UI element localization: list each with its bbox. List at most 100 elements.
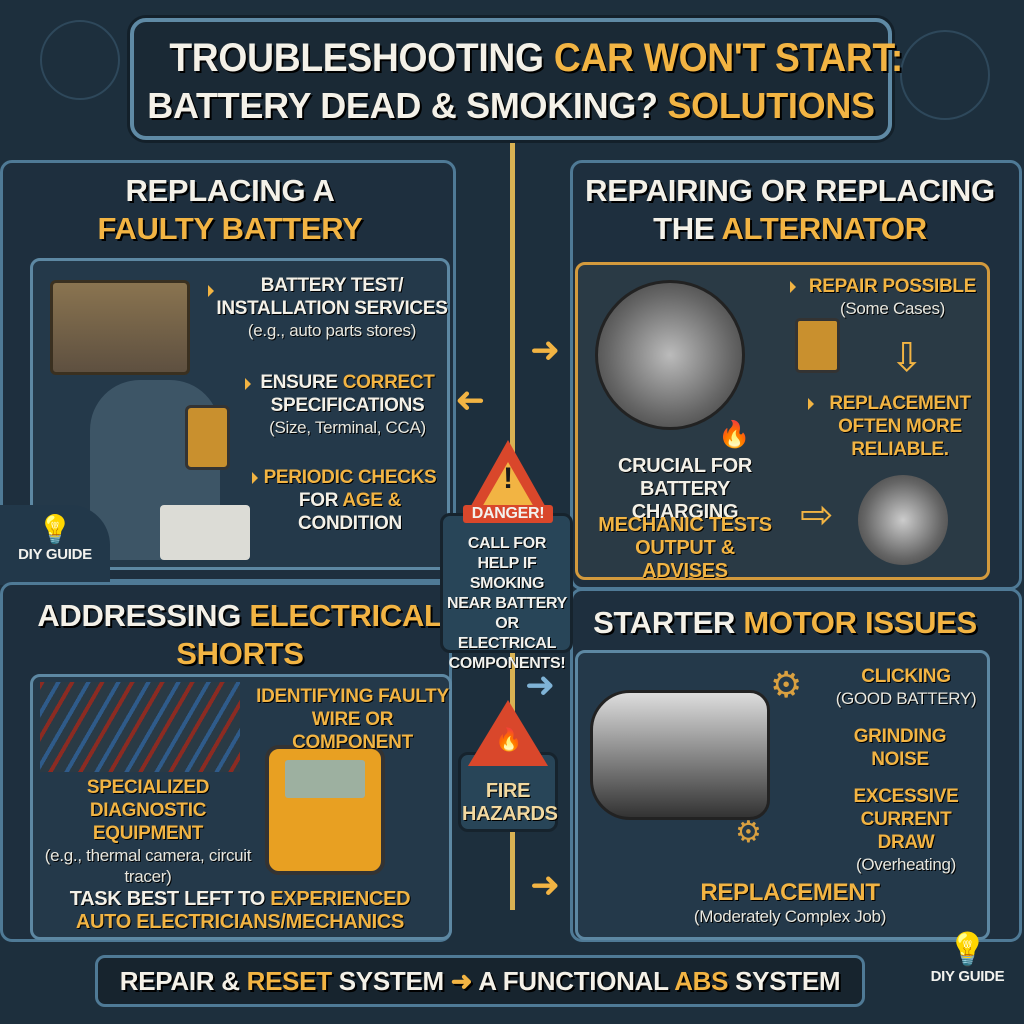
alternator-heading: REPAIRING OR REPLACING THE ALTERNATOR [580, 172, 1000, 248]
circuit-decoration [900, 30, 990, 120]
new-battery-illustration [160, 505, 250, 560]
badge-label: DIY GUIDE [18, 546, 92, 563]
starter-heading-white: STARTER [593, 605, 736, 640]
footer-orange1: RESET [246, 966, 332, 996]
item-sub: (GOOD BATTERY) [835, 689, 977, 708]
mechanic-text: MECHANIC TESTS OUTPUT & ADVISES [598, 514, 772, 582]
starter-item-grinding: GRINDING NOISE [830, 725, 970, 771]
shorts-heading: ADDRESSING ELECTRICAL SHORTS [30, 597, 450, 673]
bullet-arrow-icon [245, 378, 251, 390]
footer-banner: REPAIR & RESET SYSTEM ➜ A FUNCTIONAL ABS… [95, 955, 865, 1007]
battery-heading-white: REPLACING A [125, 173, 335, 208]
alternator-replacement: REPLACEMENT OFTEN MORE RELIABLE. [820, 392, 980, 461]
multimeter-icon [185, 405, 230, 470]
title-line2: BATTERY DEAD & SMOKING? SOLUTIONS [144, 82, 878, 130]
badge-label: DIY GUIDE [930, 968, 1005, 985]
alternator-heading-the: THE [653, 211, 715, 246]
exclamation-icon: ! [503, 462, 513, 495]
bullet-arrow-icon [208, 285, 214, 297]
gauge-icon [795, 318, 840, 373]
title-line1-orange: CAR WON'T START: [553, 36, 903, 80]
task-white: TASK BEST LEFT TO [69, 888, 266, 910]
item-title-orange2: AGE & [342, 490, 402, 511]
task-rest: AUTO ELECTRICIANS/MECHANICS [75, 911, 405, 933]
alternator-repair: REPAIR POSSIBLE (Some Cases) [800, 275, 985, 319]
right-arrow-icon: ⇨ [800, 492, 834, 538]
replacement-title: REPLACEMENT OFTEN MORE RELIABLE. [829, 393, 971, 460]
alternator-heading-line2: THE ALTERNATOR [580, 210, 1000, 248]
battery-illustration [50, 280, 190, 375]
lightbulb-wrench-icon: 💡 [947, 931, 988, 967]
gear-icon: ⚙ [770, 665, 803, 706]
shorts-task: TASK BEST LEFT TO EXPERIENCED AUTO ELECT… [40, 888, 440, 934]
danger-label: DANGER! [463, 505, 553, 523]
bullet-arrow-icon [808, 398, 814, 410]
fire-warning-icon: 🔥 [718, 420, 751, 450]
alternator-mechanic: MECHANIC TESTS OUTPUT & ADVISES [595, 514, 775, 583]
fire-warning-icon [468, 700, 548, 766]
item-title: CLICKING [861, 666, 951, 687]
battery-heading-orange: FAULTY BATTERY [97, 211, 363, 246]
replacement-title: REPLACEMENT [700, 879, 880, 906]
footer-line: REPAIR & RESET SYSTEM ➜ A FUNCTIONAL ABS… [106, 958, 854, 1004]
starter-heading-orange: MOTOR ISSUES [743, 605, 977, 640]
item-title-white: ENSURE [260, 372, 338, 393]
item-title: BATTERY TEST/ INSTALLATION SERVICES [216, 275, 448, 319]
alternator-crucial: CRUCIAL FOR BATTERY CHARGING [585, 455, 785, 524]
footer-white4: SYSTEM [735, 966, 841, 996]
replacement-sub: (Moderately Complex Job) [693, 907, 887, 926]
bullet-arrow-icon [790, 281, 796, 293]
item-title-white: FOR [298, 490, 339, 511]
equipment-sub: (e.g., thermal camera, circuit tracer) [44, 846, 252, 886]
item-title: GRINDING NOISE [853, 726, 947, 770]
shorts-equipment: SPECIALIZED DIAGNOSTIC EQUIPMENT (e.g., … [34, 776, 262, 887]
multimeter-screen [285, 760, 365, 798]
arrow-right-blue-icon: ➜ [525, 665, 556, 706]
danger-text: CALL FOR HELP IF SMOKING NEAR BATTERY OR… [447, 535, 567, 672]
diy-guide-badge: 💡 DIY GUIDE [0, 505, 110, 585]
footer-white1: REPAIR & [119, 966, 240, 996]
title-line2-white: BATTERY DEAD & SMOKING? [147, 85, 658, 126]
arrow-right-icon: ➜ [530, 865, 561, 906]
item-sub: (e.g., auto parts stores) [247, 321, 417, 340]
title-banner: TROUBLESHOOTING CAR WON'T START: BATTERY… [130, 18, 903, 140]
item-title-rest: CONDITION [298, 513, 402, 534]
starter-heading: STARTER MOTOR ISSUES [580, 604, 990, 642]
starter-item-clicking: CLICKING (GOOD BATTERY) [830, 665, 982, 709]
equipment-title: SPECIALIZED DIAGNOSTIC EQUIPMENT [86, 777, 210, 844]
battery-item-specs: ENSURE CORRECT SPECIFICATIONS (Size, Ter… [250, 371, 445, 438]
footer-white3: A FUNCTIONAL [478, 966, 669, 996]
task-line1: TASK BEST LEFT TO EXPERIENCED [40, 888, 440, 911]
alternator-illustration [595, 280, 745, 430]
item-sub: (Size, Terminal, CCA) [269, 418, 426, 437]
shorts-identify: IDENTIFYING FAULTY WIRE OR COMPONENT [255, 685, 450, 754]
gear-icon: ⚙ [735, 815, 762, 850]
arrow-left-icon: ➜ [455, 380, 486, 421]
task-orange: EXPERIENCED [270, 888, 411, 910]
bullet-arrow-icon [252, 472, 258, 484]
battery-item-test: BATTERY TEST/ INSTALLATION SERVICES (e.g… [216, 274, 448, 341]
identify-text: IDENTIFYING FAULTY WIRE OR COMPONENT [256, 686, 449, 753]
fire-text: FIRE HAZARDS [462, 780, 558, 825]
flame-icon: 🔥 [495, 728, 523, 753]
item-title-orange: PERIODIC CHECKS [263, 467, 437, 488]
alternator-heading-orange: ALTERNATOR [721, 211, 927, 246]
footer-white2: SYSTEM [338, 966, 444, 996]
footer-arrow-icon: ➜ [450, 966, 473, 996]
lightbulb-wrench-icon: 💡 [37, 514, 73, 545]
item-title-rest: SPECIFICATIONS [270, 395, 425, 416]
footer-orange2: ABS [674, 966, 729, 996]
shorts-heading-white: ADDRESSING [37, 598, 242, 633]
shorts-heading-orange: ELECTRICAL SHORTS [176, 598, 443, 671]
starter-replacement: REPLACEMENT (Moderately Complex Job) [640, 880, 940, 927]
new-alternator-illustration [858, 475, 948, 565]
starter-motor-illustration [590, 690, 770, 820]
title-line1-white: TROUBLESHOOTING [169, 36, 544, 80]
battery-heading: REPLACING A FAULTY BATTERY [20, 172, 440, 248]
title-line1: TROUBLESHOOTING CAR WON'T START: [169, 34, 903, 82]
title-line2-orange: SOLUTIONS [667, 85, 875, 126]
item-title-orange: CORRECT [342, 372, 435, 393]
starter-item-current: EXCESSIVE CURRENT DRAW (Overheating) [830, 785, 982, 875]
repair-title: REPAIR POSSIBLE [808, 276, 977, 297]
alternator-heading-white: REPAIRING OR REPLACING [585, 173, 995, 208]
